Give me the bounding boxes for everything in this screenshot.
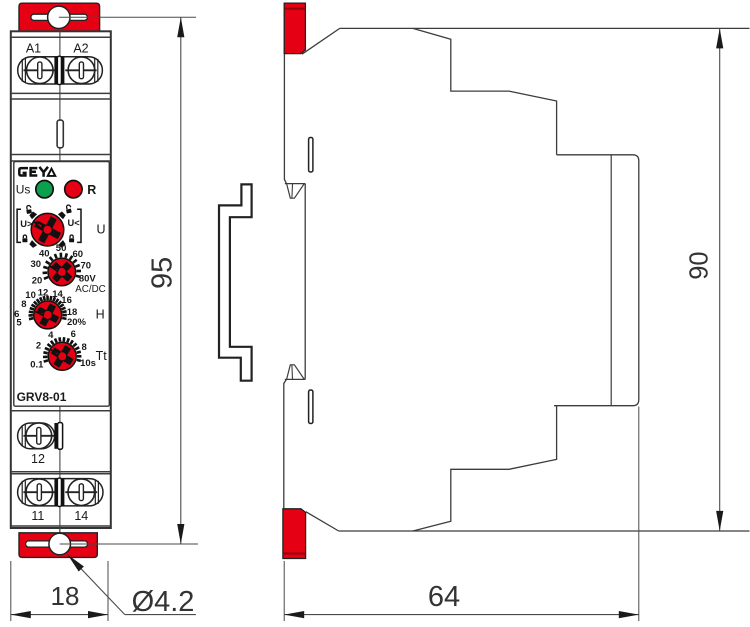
svg-text:40: 40 <box>39 248 50 259</box>
svg-text:12: 12 <box>38 287 49 298</box>
svg-text:A2: A2 <box>73 42 88 56</box>
svg-text:14: 14 <box>52 289 63 300</box>
svg-text:Ø4.2: Ø4.2 <box>132 586 195 618</box>
svg-text:0.1: 0.1 <box>30 360 44 371</box>
svg-text:8: 8 <box>82 342 87 353</box>
svg-text:R: R <box>87 183 96 197</box>
svg-text:95: 95 <box>146 257 178 289</box>
svg-text:Us: Us <box>16 182 31 196</box>
svg-text:U>: U> <box>20 219 33 229</box>
svg-text:30: 30 <box>31 259 42 270</box>
svg-text:6: 6 <box>14 309 19 320</box>
svg-text:GRV8-01: GRV8-01 <box>17 390 67 404</box>
svg-text:5: 5 <box>16 318 22 329</box>
svg-text:U: U <box>96 223 105 237</box>
svg-text:20: 20 <box>32 276 43 287</box>
svg-text:90: 90 <box>685 251 713 279</box>
svg-text:14: 14 <box>74 509 88 523</box>
svg-text:6: 6 <box>71 329 76 340</box>
svg-text:4: 4 <box>48 330 54 341</box>
svg-text:8: 8 <box>21 299 26 310</box>
svg-text:2: 2 <box>36 341 41 352</box>
svg-text:64: 64 <box>428 581 460 613</box>
svg-text:18: 18 <box>67 307 78 318</box>
svg-text:U<: U< <box>68 218 81 228</box>
svg-text:80V: 80V <box>79 274 97 285</box>
svg-text:10s: 10s <box>80 358 96 369</box>
svg-text:10: 10 <box>25 290 36 301</box>
svg-text:20%: 20% <box>67 317 87 328</box>
svg-text:70: 70 <box>81 261 92 272</box>
svg-text:H: H <box>96 308 105 322</box>
svg-text:50: 50 <box>56 243 67 254</box>
svg-text:60: 60 <box>73 249 84 260</box>
svg-text:Tt: Tt <box>96 349 108 363</box>
svg-text:18: 18 <box>51 581 80 611</box>
svg-text:AC/DC: AC/DC <box>75 284 105 295</box>
svg-text:A1: A1 <box>26 42 41 56</box>
svg-text:11: 11 <box>31 509 44 523</box>
svg-text:12: 12 <box>31 452 45 466</box>
svg-text:16: 16 <box>61 295 72 306</box>
